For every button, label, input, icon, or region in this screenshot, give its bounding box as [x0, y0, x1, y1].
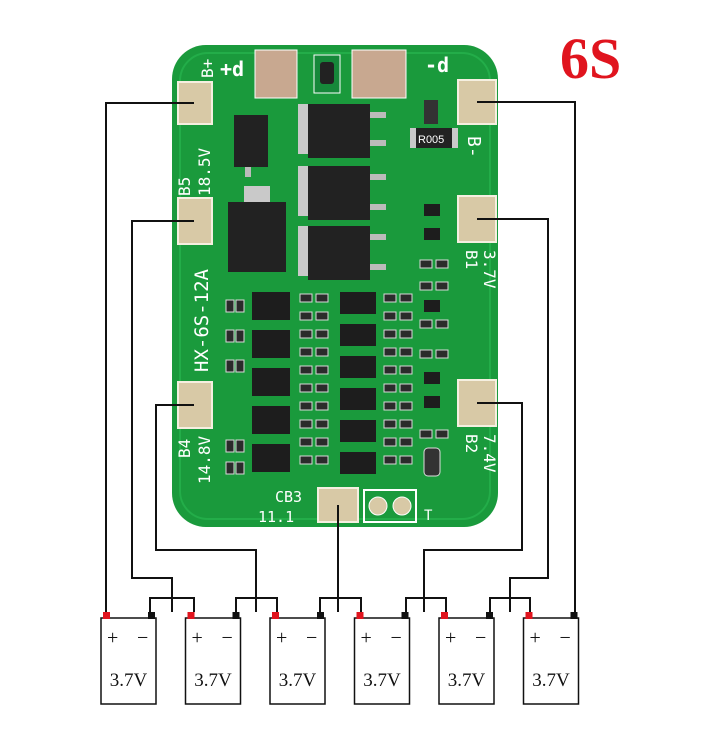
- cell-minus-sign: −: [137, 627, 148, 649]
- minus-d-label: -d: [425, 53, 449, 77]
- cell-plus-sign: +: [192, 627, 203, 649]
- cell-body: [184, 617, 242, 705]
- b1-label: B1: [462, 250, 481, 269]
- thermistor-pad-1: [368, 496, 388, 516]
- thermistor-outline: [363, 489, 417, 523]
- link-3-4: [319, 597, 362, 612]
- cell-body: [438, 617, 495, 705]
- ic-top-left-tab: [245, 167, 251, 177]
- negative-terminal: [232, 612, 240, 619]
- mosfet-stack: [298, 104, 386, 280]
- capacitor-bottom: [423, 447, 441, 477]
- battery-cell: +− 3.7V: [269, 612, 326, 705]
- cell-voltage-label: 3.7V: [279, 670, 317, 691]
- b5-label: B5: [175, 177, 194, 196]
- cell-minus-sign: −: [222, 627, 233, 649]
- positive-terminal: [272, 612, 279, 619]
- negative-terminal: [401, 612, 409, 619]
- ic-top-left: [234, 115, 268, 167]
- cell-voltage-label: 3.7V: [194, 670, 232, 691]
- small-cap-top: [424, 100, 438, 124]
- positive-terminal: [103, 612, 110, 619]
- cell-body: [269, 617, 326, 705]
- t-label: T: [424, 508, 433, 524]
- cell-minus-sign: −: [475, 627, 486, 649]
- wire-b2: [423, 402, 523, 612]
- battery-cell: +− 3.7V: [184, 612, 242, 705]
- battery-cell: +− 3.7V: [522, 612, 580, 705]
- cell-plus-sign: +: [276, 627, 287, 649]
- small-transistors: [424, 204, 440, 408]
- cell-minus-sign: −: [306, 627, 317, 649]
- positive-terminal: [525, 612, 533, 619]
- small-component: [320, 62, 334, 84]
- cell-voltage-label: 3.7V: [448, 670, 486, 691]
- cell-voltage-label: 3.7V: [110, 670, 148, 691]
- wire-b1: [477, 218, 549, 612]
- b1-voltage: 3.7V: [480, 250, 499, 289]
- mosfet-left: [228, 202, 286, 272]
- positive-terminal: [441, 612, 448, 619]
- resistor-code: R005: [418, 134, 444, 146]
- wiring: [105, 101, 576, 612]
- plus-d-label: +d: [220, 57, 244, 81]
- cell-plus-sign: +: [445, 627, 456, 649]
- wire-b4: [155, 404, 257, 612]
- battery-cell: +− 3.7V: [353, 612, 411, 705]
- link-5-6: [489, 597, 531, 612]
- balance-ic-column: [252, 292, 376, 474]
- mosfet-left-tab: [244, 186, 270, 202]
- negative-terminal: [570, 612, 578, 619]
- positive-terminal: [187, 612, 195, 619]
- model-label: HX-6S-12A: [191, 268, 213, 372]
- cell-body: [353, 617, 411, 705]
- battery-cell: +− 3.7V: [438, 612, 495, 705]
- smd-grid: [225, 259, 449, 475]
- b4-label: B4: [175, 439, 194, 458]
- cell-minus-sign: −: [391, 627, 402, 649]
- b5-voltage: 18.5V: [195, 147, 214, 196]
- positive-terminal: [356, 612, 364, 619]
- link-4-5: [405, 597, 447, 612]
- cell-plus-sign: +: [361, 627, 372, 649]
- pin-header-right: [351, 49, 407, 99]
- battery-cells: +−3.7V+−3.7V+−3.7V+−3.7V+−3.7V+−3.7V: [100, 612, 580, 705]
- negative-terminal: [486, 612, 493, 619]
- cell-plus-sign: +: [530, 627, 541, 649]
- pin-header-left: [254, 49, 298, 99]
- thermistor-pad-2: [392, 496, 412, 516]
- pcb-board: B+ +d -d B5 18.5V B4 14.8V B- B1 3.7V B2…: [172, 45, 499, 527]
- b3-voltage: 11.1: [258, 508, 294, 526]
- b2-label: B2: [462, 434, 481, 453]
- b4-voltage: 14.8V: [195, 435, 214, 484]
- negative-terminal: [317, 612, 324, 619]
- link-2-3: [235, 597, 278, 612]
- shunt-resistor: [414, 128, 454, 148]
- title: 6S: [560, 26, 621, 91]
- cell-voltage-label: 3.7V: [363, 670, 401, 691]
- wire-b5: [131, 220, 194, 612]
- cell-body: [100, 617, 157, 705]
- link-1-2: [149, 597, 195, 612]
- cell-voltage-label: 3.7V: [532, 670, 570, 691]
- b2-voltage: 7.4V: [480, 434, 499, 473]
- cell-plus-sign: +: [107, 627, 118, 649]
- negative-terminal: [148, 612, 155, 619]
- battery-cell: +− 3.7V: [100, 612, 157, 705]
- cell-body: [522, 617, 580, 705]
- b-plus-label: B+: [198, 59, 217, 78]
- wire-b-minus: [477, 101, 576, 612]
- wire-b-plus: [105, 102, 194, 612]
- cell-minus-sign: −: [560, 627, 571, 649]
- b3-label: CB3: [275, 488, 302, 506]
- b-minus-label: B-: [463, 136, 484, 158]
